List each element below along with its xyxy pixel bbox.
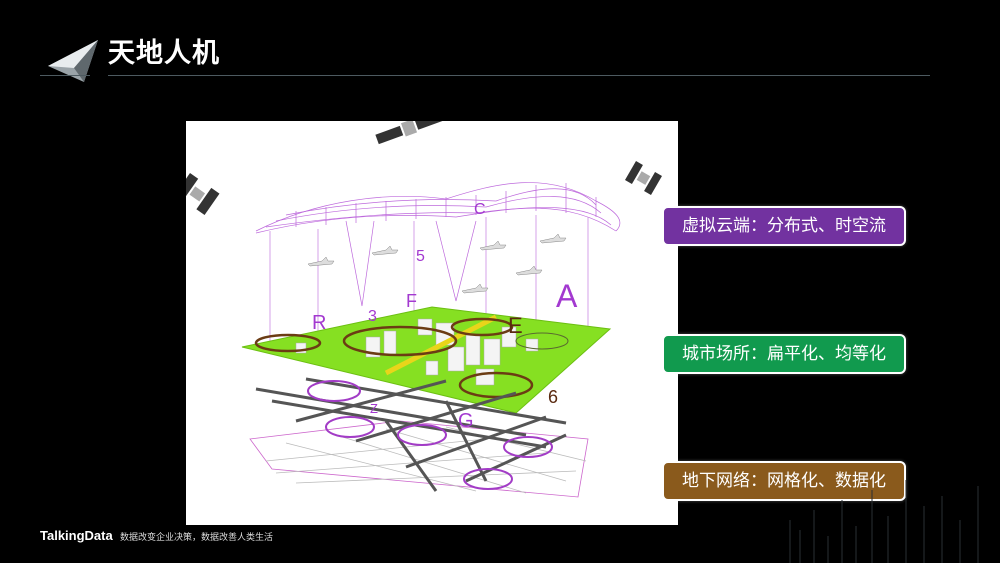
title-rule (108, 75, 930, 76)
slide-title: 天地人机 (108, 36, 220, 72)
label-e: E (508, 313, 523, 338)
label-g: G (458, 410, 474, 432)
title-rule-left (40, 75, 90, 76)
label-city-places: 城市场所：扁平化、均等化 (662, 334, 906, 374)
label-5: 5 (416, 248, 425, 265)
satellite-icon (625, 161, 662, 195)
decorative-skyline (780, 470, 1000, 563)
satellite-icon (186, 173, 219, 215)
label-virtual-cloud: 虚拟云端：分布式、时空流 (662, 206, 906, 246)
label-r: R (312, 312, 326, 334)
label-f: F (406, 291, 417, 311)
label-z: Z (370, 401, 378, 416)
brand-logo: TalkingData (40, 528, 113, 543)
satellite-icon (375, 121, 444, 146)
label-c: C (474, 201, 486, 218)
paper-plane-logo-icon (44, 36, 102, 86)
label-3: 3 (368, 308, 377, 325)
airplane-icon (308, 234, 566, 293)
underground-grid (250, 421, 588, 497)
label-6: 6 (548, 387, 558, 407)
label-a: A (556, 278, 578, 314)
footer-slogan: 数据改变企业决策，数据改善人类生活 (120, 530, 273, 543)
city-layers-diagram: C 5 F A R 3 E 6 Z G (186, 121, 678, 525)
